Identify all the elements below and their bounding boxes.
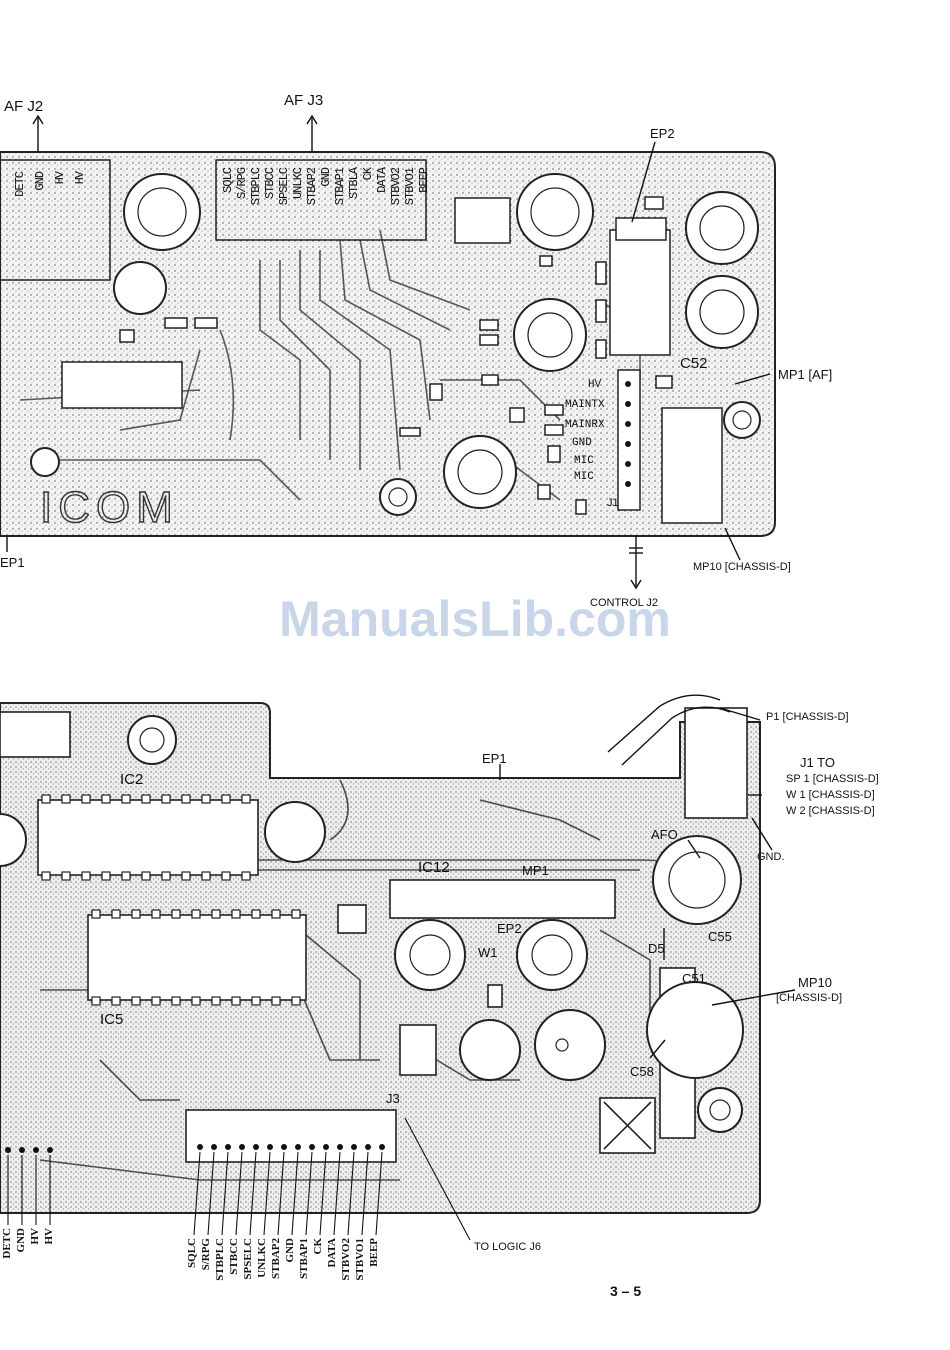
top-j3-pin: S/RPG	[235, 168, 249, 200]
top-j3-pin: STBAP1	[333, 168, 347, 206]
top-j2-pin: HV	[73, 172, 87, 185]
bottom-j3-pin: STBAP1	[298, 1238, 310, 1279]
c52-label: C52	[680, 355, 708, 372]
mp1-af-label: MP1 [AF]	[778, 367, 833, 382]
p1-chassis-label: P1 [CHASSIS-D]	[766, 711, 849, 723]
c51-label: C51	[682, 971, 706, 986]
top-j3-pin: GND	[319, 168, 333, 187]
bottom-j3-pin: BEEP	[368, 1238, 380, 1267]
bottom-j3-pin: CK	[312, 1238, 324, 1255]
top-j3-pin: UNLKC	[291, 168, 305, 200]
bottom-j2-pin: GND	[15, 1228, 27, 1253]
top-j3-pin: SPSELC	[277, 168, 291, 206]
top-j2-pin: HV	[53, 172, 67, 185]
bottom-j2-pin: HV	[43, 1228, 55, 1245]
page-number: 3 – 5	[610, 1283, 642, 1299]
top-j3-pin: STBLA	[347, 168, 361, 200]
c58-label: C58	[630, 1064, 654, 1079]
bottom-pcb-board	[0, 694, 796, 1241]
top-j2-pin: GND	[33, 172, 47, 191]
d5-label: D5	[648, 941, 665, 956]
j1-top-label: J1	[607, 497, 619, 509]
bottom-j3-pin: STBAP2	[270, 1238, 282, 1279]
w1-board-label: W1	[478, 945, 498, 960]
top-j2-pin: DETC	[13, 172, 27, 197]
ep2-bottom-label: EP2	[497, 921, 522, 936]
top-j3-pin: STBVO2	[389, 168, 403, 206]
gnd-label: GND.	[757, 851, 785, 863]
w1-label: W 1 [CHASSIS-D]	[786, 789, 875, 801]
bottom-j3-pin: S/RPG	[200, 1238, 212, 1271]
bottom-j3-pin: SQLC	[186, 1238, 198, 1268]
mp1-bottom-label: MP1	[522, 863, 549, 878]
mp10-chassis-label: MP10 [CHASSIS-D]	[693, 561, 791, 573]
ic12-label: IC12	[418, 859, 450, 876]
af-j3-label: AF J3	[284, 92, 324, 109]
sp1-label: SP 1 [CHASSIS-D]	[786, 773, 879, 785]
bottom-j3-pin: SPSELC	[242, 1238, 254, 1280]
top-j3-pin: DATA	[375, 168, 389, 193]
bottom-j3-pin: STBVO1	[354, 1238, 366, 1281]
top-j3-pin: STBAP2	[305, 168, 319, 206]
bottom-j3-pin: STBPLC	[214, 1238, 226, 1281]
top-j3-pin: SQLC	[221, 168, 235, 193]
top-pcb-board: ICOM	[0, 114, 776, 590]
ic2-label: IC2	[120, 771, 144, 788]
j1-pin-maintx: MAINTX	[565, 399, 605, 411]
af-j2-label: AF J2	[4, 98, 44, 115]
c55-label: C55	[708, 929, 732, 944]
j1-pin-gnd: GND	[572, 437, 592, 449]
j1-pin-mic-1: MIC	[574, 455, 594, 467]
ep1-top-label: EP1	[0, 555, 25, 570]
top-j3-pin: BEEP	[417, 168, 431, 193]
j1-pin-mainrx: MAINRX	[565, 419, 605, 431]
ep1-bottom-label: EP1	[482, 751, 507, 766]
bottom-j2-pin: HV	[29, 1228, 41, 1245]
bottom-j3-pin: UNLKC	[256, 1238, 268, 1278]
top-j3-pin: STBVO1	[403, 168, 417, 206]
j1-pin-hv: HV	[588, 379, 602, 391]
afo-label: AFO	[651, 827, 678, 842]
bottom-j3-pin: GND	[284, 1238, 296, 1263]
bottom-j2-pin: DETC	[1, 1228, 13, 1259]
mp10-chassis-sub-label: [CHASSIS-D]	[776, 992, 843, 1004]
bottom-j3-pin: DATA	[326, 1238, 338, 1268]
ic5-label: IC5	[100, 1011, 124, 1028]
to-logic-label: TO LOGIC J6	[474, 1241, 542, 1253]
mp10-bottom-label: MP10	[798, 975, 832, 990]
j3-bottom-label: J3	[386, 1091, 400, 1106]
top-j3-pin: STBPLC	[249, 168, 263, 206]
bottom-j3-pin: STBVO2	[340, 1238, 352, 1281]
watermark: ManualsLib.com	[279, 591, 671, 647]
svg-text:ICOM: ICOM	[40, 483, 179, 532]
w2-label: W 2 [CHASSIS-D]	[786, 805, 875, 817]
top-j3-pin: CK	[361, 168, 375, 181]
bottom-j3-pin: STBCC	[228, 1238, 240, 1275]
ep2-label: EP2	[650, 126, 675, 141]
j1-pin-mic-2: MIC	[574, 471, 594, 483]
j1-to-label: J1 TO	[800, 755, 835, 770]
top-j3-pin: STBCC	[263, 168, 277, 200]
control-j2-label: CONTROL J2	[590, 597, 659, 609]
